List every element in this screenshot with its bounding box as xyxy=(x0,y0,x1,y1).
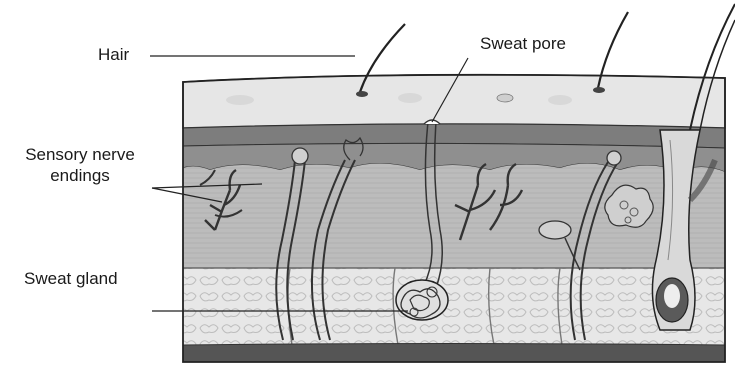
label-sensory-nerve-line2: endings xyxy=(10,166,150,186)
label-sensory-nerve-line1: Sensory nerve xyxy=(10,145,150,165)
label-sweat-gland: Sweat gland xyxy=(24,269,118,289)
gland-coil xyxy=(396,280,448,320)
label-sweat-pore: Sweat pore xyxy=(480,34,566,54)
bottom-band xyxy=(183,344,725,363)
label-hair: Hair xyxy=(98,45,129,65)
subcutaneous-layer xyxy=(183,268,725,348)
